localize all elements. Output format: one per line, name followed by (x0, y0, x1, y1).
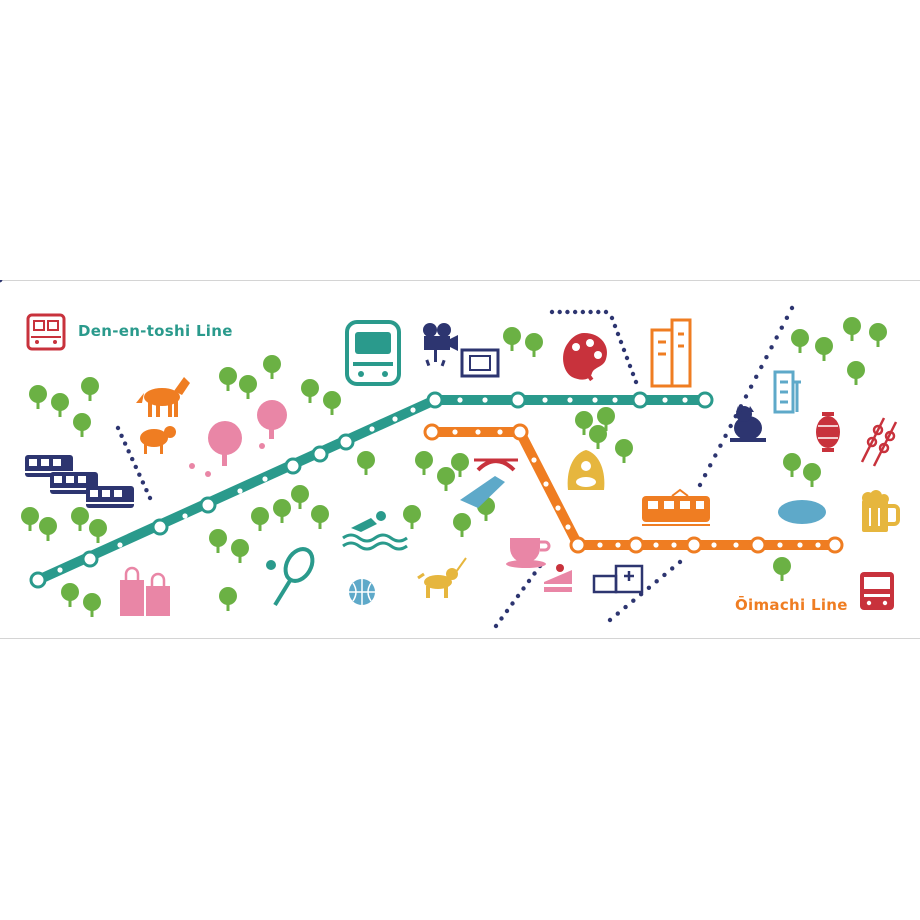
horse-icon (136, 377, 190, 417)
bottom-divider (0, 638, 920, 639)
tram-icon (642, 488, 710, 526)
station (426, 391, 444, 409)
tree-icon (89, 519, 107, 543)
tree-icon (219, 587, 237, 611)
tree-icon (783, 453, 801, 477)
building-icon (650, 318, 692, 388)
tower-icon (773, 370, 801, 414)
station (627, 536, 645, 554)
tree-icon (29, 385, 47, 409)
tree-icon (51, 393, 69, 417)
map-canvas (0, 280, 900, 629)
cherry-tree-icon (189, 400, 287, 477)
tree-icon (291, 485, 309, 509)
tree-icon (357, 451, 375, 475)
tree-icon (301, 379, 319, 403)
skewer-icon (860, 417, 898, 467)
tree-icon (847, 361, 865, 385)
station (511, 423, 529, 441)
train-front-icon (345, 320, 401, 386)
tree-icon (843, 317, 861, 341)
den-en-toshi-stations (29, 391, 714, 589)
tree-icon (273, 499, 291, 523)
tree-icon (71, 507, 89, 531)
station (749, 536, 767, 554)
oimachi-train-icon (860, 572, 894, 610)
tree-icon (815, 337, 833, 361)
tree-icon (503, 327, 521, 351)
tree-icon (263, 355, 281, 379)
tree-icon (311, 505, 329, 529)
tree-icon (869, 323, 887, 347)
tree-icon (231, 539, 249, 563)
den-en-toshi-train-icon (26, 313, 66, 351)
station (423, 423, 441, 441)
bridge-icon (460, 458, 518, 508)
tree-icon (61, 583, 79, 607)
oimachi-line-route (423, 423, 844, 554)
sheep-icon (140, 426, 176, 454)
oimachi-line-label: Ōimachi Line (735, 596, 848, 614)
station (685, 536, 703, 554)
station (199, 496, 217, 514)
tree-icon (251, 507, 269, 531)
tree-icon (803, 463, 821, 487)
tree-icon (209, 529, 227, 553)
dog-walker-icon (417, 557, 467, 598)
dog-icon (730, 406, 766, 442)
oimachi-stations (423, 423, 844, 554)
tree-icon (39, 517, 57, 541)
station (311, 445, 329, 463)
tree-icon (615, 439, 633, 463)
top-divider (0, 280, 920, 281)
tree-icon (791, 329, 809, 353)
palette-icon (563, 333, 608, 382)
coffee-cup-icon (506, 538, 551, 568)
cake-icon (544, 564, 572, 592)
tree-icon (21, 507, 39, 531)
tennis-icon (266, 547, 315, 607)
station (696, 391, 714, 409)
basketball-icon (349, 579, 375, 605)
tree-icon (73, 413, 91, 437)
route-map: Den-en-toshi Line Ōimachi Line (0, 280, 920, 640)
tree-icon (239, 375, 257, 399)
dotted-paths (0, 280, 795, 629)
tree-icon (437, 467, 455, 491)
pond-icon (778, 500, 826, 524)
buddha-icon (567, 450, 605, 490)
station (284, 457, 302, 475)
tree-icon (773, 557, 791, 581)
den-en-toshi-line-label: Den-en-toshi Line (78, 322, 233, 340)
station (569, 536, 587, 554)
station (826, 536, 844, 554)
film-icon (460, 348, 500, 378)
swimmer-icon (342, 511, 408, 551)
den-en-toshi-line-route (29, 391, 714, 589)
station (337, 433, 355, 451)
lantern-icon (816, 412, 840, 452)
station (151, 518, 169, 536)
hospital-icon (592, 564, 644, 594)
tree-icon (219, 367, 237, 391)
tree-icon (323, 391, 341, 415)
movie-camera-icon (423, 323, 458, 367)
shopping-bag-icon (120, 566, 170, 616)
tree-icon (403, 505, 421, 529)
station (29, 571, 47, 589)
trains-icon (25, 455, 134, 508)
beer-icon (862, 490, 900, 532)
tree-icon (589, 425, 607, 449)
tree-icon (83, 593, 101, 617)
station (81, 550, 99, 568)
tree-icon (453, 513, 471, 537)
tree-icon (525, 333, 543, 357)
tree-icon (81, 377, 99, 401)
station (631, 391, 649, 409)
station (509, 391, 527, 409)
tree-icon (415, 451, 433, 475)
